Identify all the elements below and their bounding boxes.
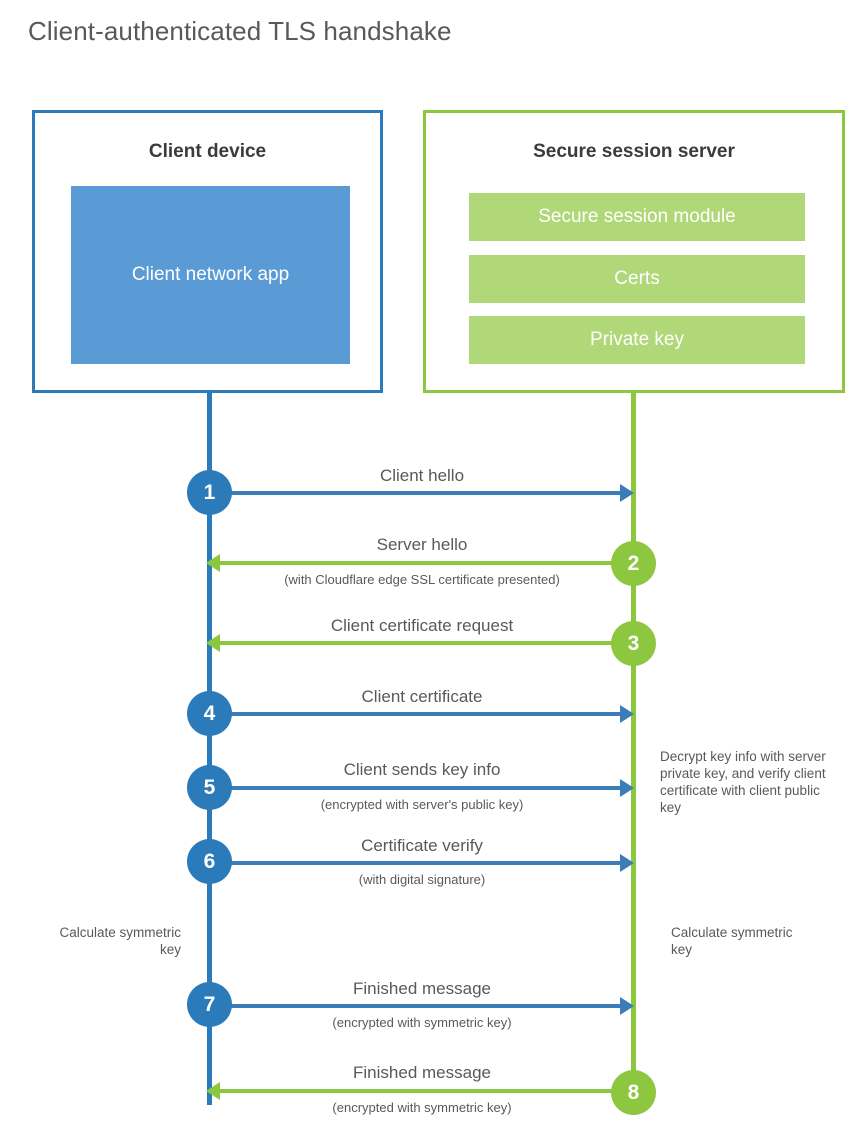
page-title: Client-authenticated TLS handshake — [28, 16, 452, 46]
step-3-arrow-line — [220, 641, 633, 645]
step-1-arrow-head-right-icon — [620, 484, 634, 502]
step-2-sublabel: (with Cloudflare edge SSL certificate pr… — [284, 572, 560, 587]
client-calculate-symmetric-key-note: Calculate symmetric key — [59, 925, 181, 957]
step-2-arrow-line — [220, 561, 633, 565]
step-1-circle: 1 — [187, 470, 232, 515]
step-5-label: Client sends key info — [343, 760, 501, 779]
step-2-label: Server hello — [376, 535, 468, 554]
server-lifeline — [631, 393, 636, 1093]
server-block-secure-session-module: Secure session module — [469, 193, 805, 241]
step-8-arrow-head-left-icon — [206, 1082, 220, 1100]
step-3-circle: 3 — [611, 621, 656, 666]
secure-session-server-box: Secure session server Secure session mod… — [423, 110, 845, 393]
secure-session-server-title: Secure session server — [533, 141, 735, 162]
step-7-circle: 7 — [187, 982, 232, 1027]
step-7-arrow-line — [209, 1004, 620, 1008]
step-5-arrow-line — [209, 786, 620, 790]
step-8-sublabel: (encrypted with symmetric key) — [332, 1100, 512, 1115]
step-7-sublabel: (encrypted with symmetric key) — [332, 1015, 512, 1030]
client-lifeline — [207, 393, 212, 1105]
step-6-arrow-head-right-icon — [620, 854, 634, 872]
step-1-label: Client hello — [379, 466, 465, 485]
step-4-circle: 4 — [187, 691, 232, 736]
step-6-arrow-line — [209, 861, 620, 865]
client-device-title: Client device — [148, 141, 267, 162]
step-5-arrow-head-right-icon — [620, 779, 634, 797]
server-block-certs: Certs — [469, 255, 805, 303]
server-decrypt-note: Decrypt key info with server private key… — [660, 749, 826, 815]
step-6-sublabel: (with digital signature) — [358, 872, 486, 887]
step-1-arrow-line — [209, 491, 620, 495]
step-8-circle: 8 — [611, 1070, 656, 1115]
step-7-arrow-head-right-icon — [620, 997, 634, 1015]
step-7-label: Finished message — [353, 979, 491, 998]
client-device-box: Client device Client network app — [32, 110, 383, 393]
step-3-label: Client certificate request — [330, 616, 514, 635]
step-8-arrow-line — [220, 1089, 633, 1093]
step-4-label: Client certificate — [361, 687, 483, 706]
step-8-label: Finished message — [353, 1063, 491, 1082]
step-5-circle: 5 — [187, 765, 232, 810]
server-block-private-key: Private key — [469, 316, 805, 364]
step-3-arrow-head-left-icon — [206, 634, 220, 652]
step-4-arrow-head-right-icon — [620, 705, 634, 723]
client-network-app-block: Client network app — [71, 186, 350, 364]
step-5-sublabel: (encrypted with server's public key) — [320, 797, 524, 812]
step-6-circle: 6 — [187, 839, 232, 884]
step-6-label: Certificate verify — [361, 836, 483, 855]
step-2-arrow-head-left-icon — [206, 554, 220, 572]
step-2-circle: 2 — [611, 541, 656, 586]
step-4-arrow-line — [209, 712, 620, 716]
server-calculate-symmetric-key-note: Calculate symmetric key — [671, 925, 793, 957]
